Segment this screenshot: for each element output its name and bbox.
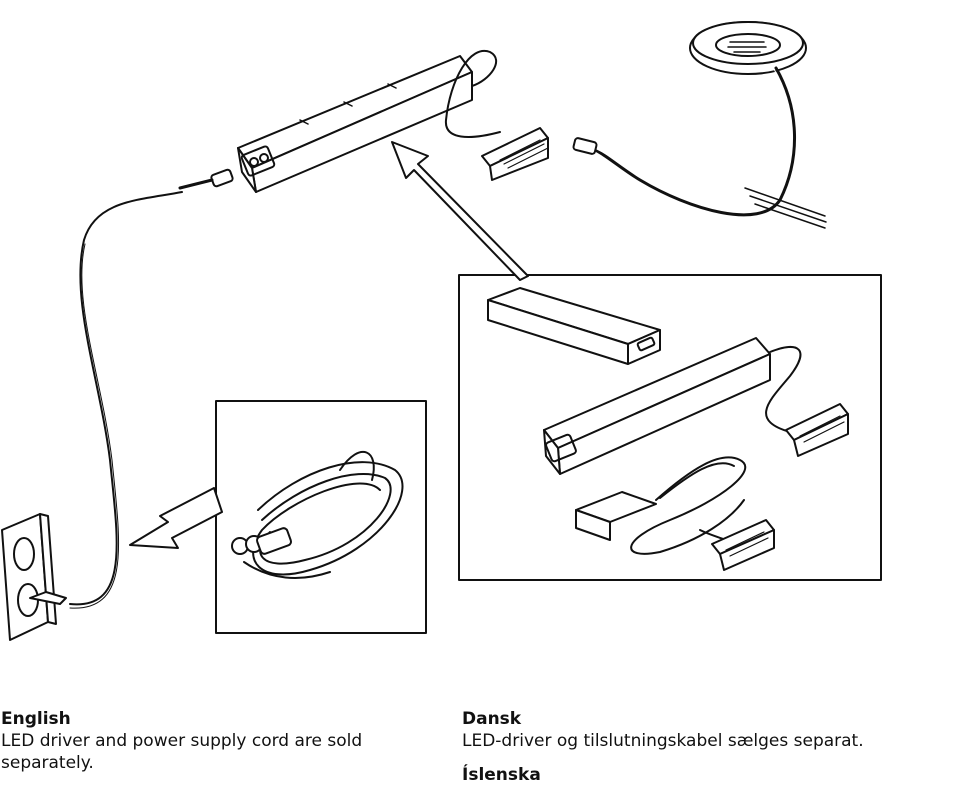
section-heading: English: [1, 709, 71, 729]
section-dansk: Dansk LED-driver og tilslutningskabel sæ…: [462, 708, 902, 786]
arrow-to-driver: [391, 141, 529, 281]
assembly-illustration: [1, 21, 882, 641]
section-heading: Dansk: [462, 709, 522, 729]
connector-hub: [481, 127, 549, 181]
section-english: English LED driver and power supply cord…: [1, 708, 441, 774]
wall-socket: [1, 513, 67, 641]
led-driver-inset: [458, 274, 882, 581]
power-cord-inset: [215, 400, 427, 634]
section-heading-islenska: Íslenska: [462, 765, 541, 785]
section-text: LED-driver og tilslutningskabel sælges s…: [462, 731, 864, 751]
led-puck-lamp: [572, 21, 827, 229]
arrow-to-socket: [129, 487, 223, 549]
led-driver: [237, 49, 501, 193]
power-supply-cord: [69, 168, 234, 609]
section-text: LED driver and power supply cord are sol…: [1, 731, 363, 773]
